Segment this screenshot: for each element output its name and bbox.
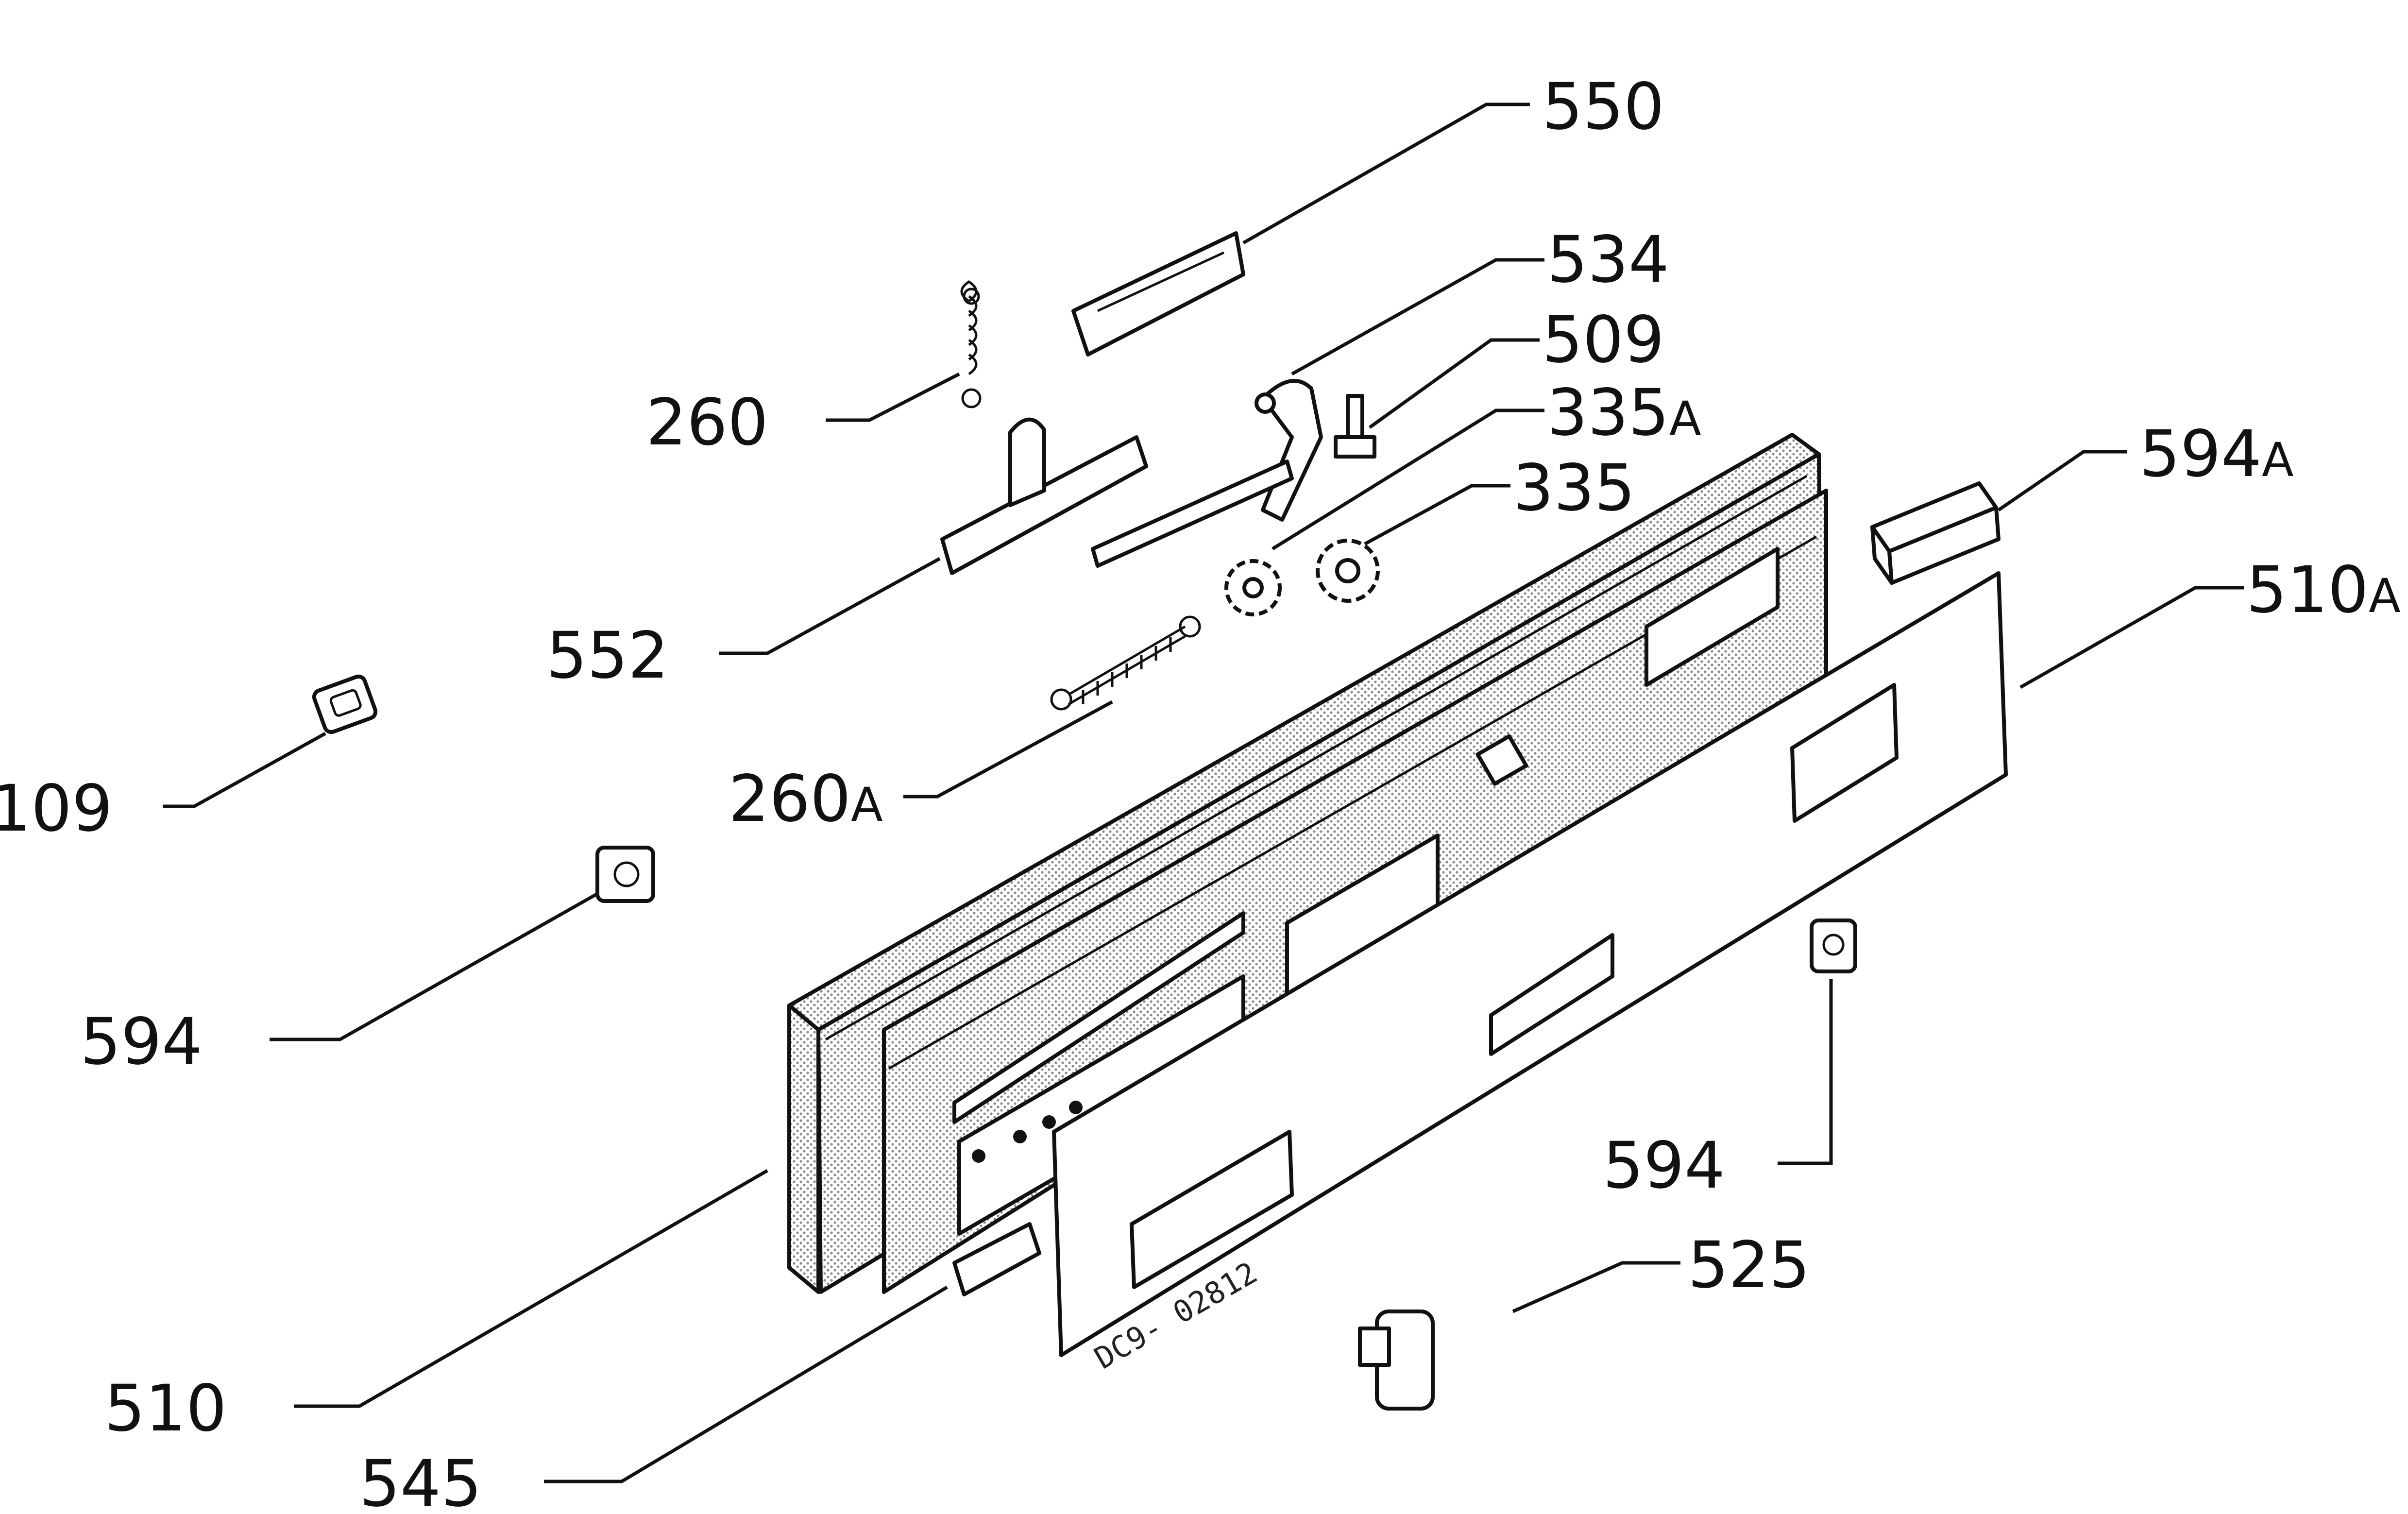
part-525-knob [1358,1310,1435,1411]
callout-525: 525 [1688,1228,1810,1303]
leader-509 [1368,338,1540,429]
part-534-lever [1255,379,1323,522]
leader-260a [903,700,1113,799]
leader-335 [1364,484,1510,546]
part-260-spring [960,280,982,408]
callout-260a: 260A [729,762,883,836]
part-335a-small-gear [1224,559,1282,616]
callout-109: 109 [0,771,113,846]
callout-labels: 550 534 509 335A 335 594A 510A 260 552 2… [0,69,2401,1514]
leader-lines [163,102,2244,1483]
callout-594-left: 594 [80,1004,203,1079]
callout-545: 545 [359,1446,482,1514]
leader-525 [1512,1261,1680,1313]
callout-594a: 594A [2139,417,2294,492]
part-594-right-grommet [1810,919,1857,973]
leader-594a [1998,450,2127,511]
callout-594-right: 594 [1603,1128,1725,1203]
leader-534 [1291,258,1544,376]
callout-260: 260 [646,385,768,460]
callout-335a: 335A [1547,375,1701,450]
callout-552: 552 [546,618,669,693]
leader-594-right [1778,979,1833,1165]
callout-509: 509 [1542,303,1664,377]
callout-335: 335 [1513,451,1635,526]
part-260a-spring [1050,615,1201,711]
leader-545 [544,1285,948,1483]
part-594-left-grommet [595,846,655,903]
part-550-switch-bar [1071,231,1245,357]
leader-552 [719,557,941,655]
leader-510 [294,1169,768,1408]
leader-260 [826,372,960,422]
part-335-gear [1316,539,1380,603]
callout-534: 534 [1547,222,1669,297]
leader-335a [1272,408,1544,550]
callout-550: 550 [1542,69,1664,144]
part-594a-button-cap [1870,481,2001,585]
callout-510a: 510A [2246,553,2401,628]
part-552-bracket-slide [940,417,1294,575]
leader-550 [1242,102,1530,245]
leader-510a [2019,586,2244,689]
part-509-pin [1334,394,1376,459]
leader-109 [163,731,326,808]
part-545-light-pipe [952,1222,1041,1296]
part-109-small-cap [312,674,378,734]
callout-510: 510 [104,1371,227,1446]
leader-594-left [270,892,598,1041]
